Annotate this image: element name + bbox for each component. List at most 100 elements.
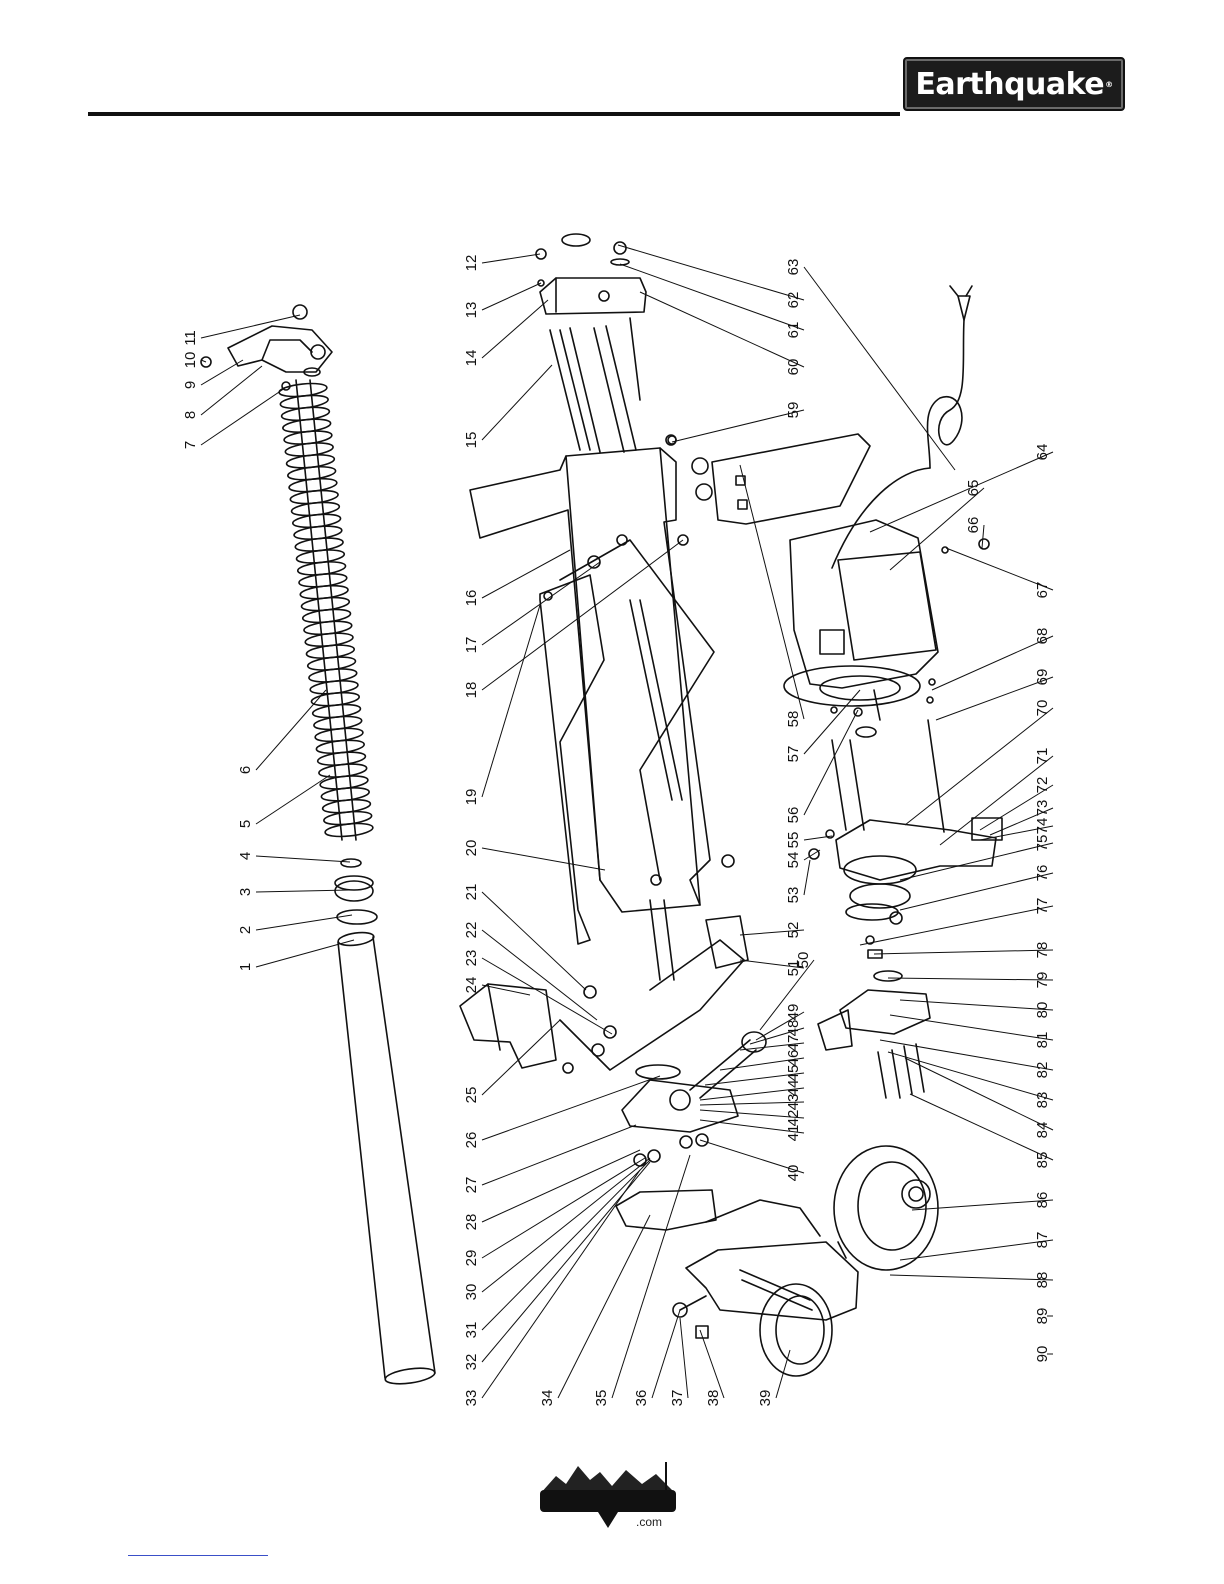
callout-leader <box>482 550 570 598</box>
callout-leader <box>870 452 1053 532</box>
callout-number: 39 <box>757 1390 774 1407</box>
callout-leader <box>201 366 262 415</box>
callout-number: 67 <box>1034 582 1051 599</box>
callout-leader <box>482 958 612 1034</box>
callout-leader <box>900 1000 1053 1010</box>
snap-ring-part <box>341 859 361 867</box>
callout-leader <box>874 950 1053 954</box>
footer-logo-text: .com <box>636 1515 662 1529</box>
callout-number: 72 <box>1034 777 1051 794</box>
callout-leader <box>652 1310 680 1398</box>
top-fitting-part <box>201 305 332 390</box>
callout-number: 49 <box>785 1004 802 1021</box>
callout-leader <box>482 848 605 870</box>
callout-leaders <box>201 245 1053 1398</box>
callout-leader <box>910 1094 1053 1160</box>
callout-number: 87 <box>1034 1232 1051 1249</box>
callout-number: 62 <box>785 292 802 309</box>
callout-number: 77 <box>1034 898 1051 915</box>
frame-part <box>470 318 734 980</box>
callout-number: 85 <box>1034 1152 1051 1169</box>
callout-leader <box>680 1318 688 1398</box>
callout-leader <box>201 388 285 445</box>
callout-leader <box>482 1020 560 1095</box>
callout-number: 56 <box>785 807 802 824</box>
callout-number: 51 <box>785 960 802 977</box>
callout-number: 24 <box>463 977 480 994</box>
callout-leader <box>482 562 600 645</box>
callout-number: 88 <box>1034 1272 1051 1289</box>
callout-number: 5 <box>237 820 254 828</box>
callout-number: 57 <box>785 746 802 763</box>
callout-leader <box>482 254 540 263</box>
tube-part <box>337 931 435 1387</box>
callout-number: 48 <box>785 1020 802 1037</box>
callout-number: 40 <box>785 1165 802 1182</box>
callout-leader <box>804 860 810 895</box>
callout-number: 68 <box>1034 628 1051 645</box>
callout-number: 10 <box>182 352 199 369</box>
motor-part <box>784 286 989 720</box>
callout-number: 34 <box>539 1390 556 1407</box>
callout-leader <box>256 775 330 824</box>
callout-number: 3 <box>237 888 254 896</box>
callout-number: 71 <box>1034 748 1051 765</box>
callout-number: 12 <box>463 255 480 272</box>
callout-number: 19 <box>463 789 480 806</box>
callout-number: 73 <box>1034 800 1051 817</box>
callout-number: 60 <box>785 359 802 376</box>
callout-number: 1 <box>237 963 254 971</box>
callout-leader <box>640 292 804 367</box>
callout-number: 26 <box>463 1132 480 1149</box>
callout-number: 59 <box>785 402 802 419</box>
callout-leader <box>905 708 1053 825</box>
callout-leader <box>482 1150 640 1222</box>
callout-number: 69 <box>1034 669 1051 686</box>
callout-leader <box>776 1350 790 1398</box>
callout-number: 28 <box>463 1214 480 1231</box>
callout-number: 9 <box>182 381 199 389</box>
callout-leader <box>700 1330 724 1398</box>
callout-number: 53 <box>785 887 802 904</box>
callout-number: 8 <box>182 411 199 419</box>
callout-leader <box>888 1052 1053 1100</box>
callout-leader <box>482 283 541 310</box>
callout-number: 2 <box>237 926 254 934</box>
callout-leader <box>900 873 1053 910</box>
spring-coils <box>279 382 374 839</box>
callout-number: 17 <box>463 637 480 654</box>
bracket-part <box>616 1190 716 1230</box>
callout-labels: 1234567891011121314151617181920212223242… <box>182 255 1051 1407</box>
callout-number: 11 <box>182 330 199 346</box>
footer-link-underline[interactable] <box>128 1555 268 1556</box>
callout-leader <box>201 315 300 338</box>
callout-leader <box>482 605 540 797</box>
callout-number: 16 <box>463 590 480 607</box>
callout-number: 65 <box>965 480 982 497</box>
callout-leader <box>890 1015 1053 1040</box>
callout-number: 70 <box>1034 700 1051 717</box>
callout-leader <box>482 1076 660 1140</box>
callout-number: 89 <box>1034 1308 1051 1325</box>
callout-leader <box>982 525 984 548</box>
callout-leader <box>804 710 858 815</box>
side-chute-part <box>668 434 870 524</box>
callout-number: 66 <box>965 517 982 534</box>
callout-number: 80 <box>1034 1002 1051 1019</box>
callout-number: 35 <box>593 1390 610 1407</box>
callout-number: 15 <box>463 432 480 449</box>
callout-leader <box>860 906 1053 945</box>
callout-leader <box>900 843 1053 880</box>
callout-leader <box>888 978 1053 980</box>
gearbox-part <box>809 679 1002 1098</box>
callout-number: 20 <box>463 840 480 857</box>
callout-leader <box>912 1200 1053 1210</box>
callout-number: 76 <box>1034 865 1051 882</box>
callout-leader <box>482 1125 636 1185</box>
o-ring-part <box>337 910 377 924</box>
callout-number: 84 <box>1034 1122 1051 1139</box>
callout-leader <box>256 690 326 770</box>
callout-number: 55 <box>785 832 802 849</box>
callout-number: 86 <box>1034 1192 1051 1209</box>
callout-leader <box>558 1215 650 1398</box>
